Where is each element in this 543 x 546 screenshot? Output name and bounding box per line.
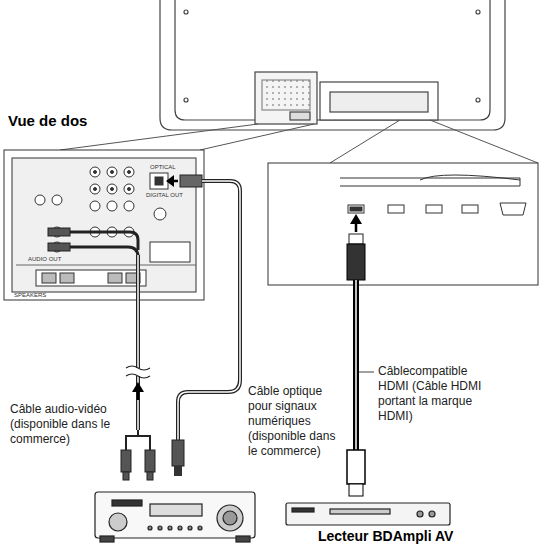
view-caption: Vue de dos [8,112,158,130]
rca-plugs-inserted [48,228,138,257]
device-label: Lecteur BDAmpli AV [318,528,538,545]
port-label: DIGITAL OUT [146,192,196,199]
port-label: SPEAKERS [14,292,64,299]
optical-cable [166,175,240,476]
av-amplifier [95,492,255,542]
tv-back [160,0,505,130]
hdmi-panel [268,163,538,285]
bd-player [286,503,450,525]
cable-label: Câble audio-vidéo (disponible dans le co… [10,402,122,447]
cable-label: Câble optique pour signaux numériques (d… [248,384,344,459]
port-label: AUDIO OUT [28,256,78,263]
audio-video-cable [121,255,155,480]
tv-terminal-panel [4,150,204,300]
cable-label: Câblecompatible HDMI (Câble HDMI portant… [378,364,492,424]
hdmi-cable [347,214,374,496]
port-label: OPTICAL [150,164,190,171]
